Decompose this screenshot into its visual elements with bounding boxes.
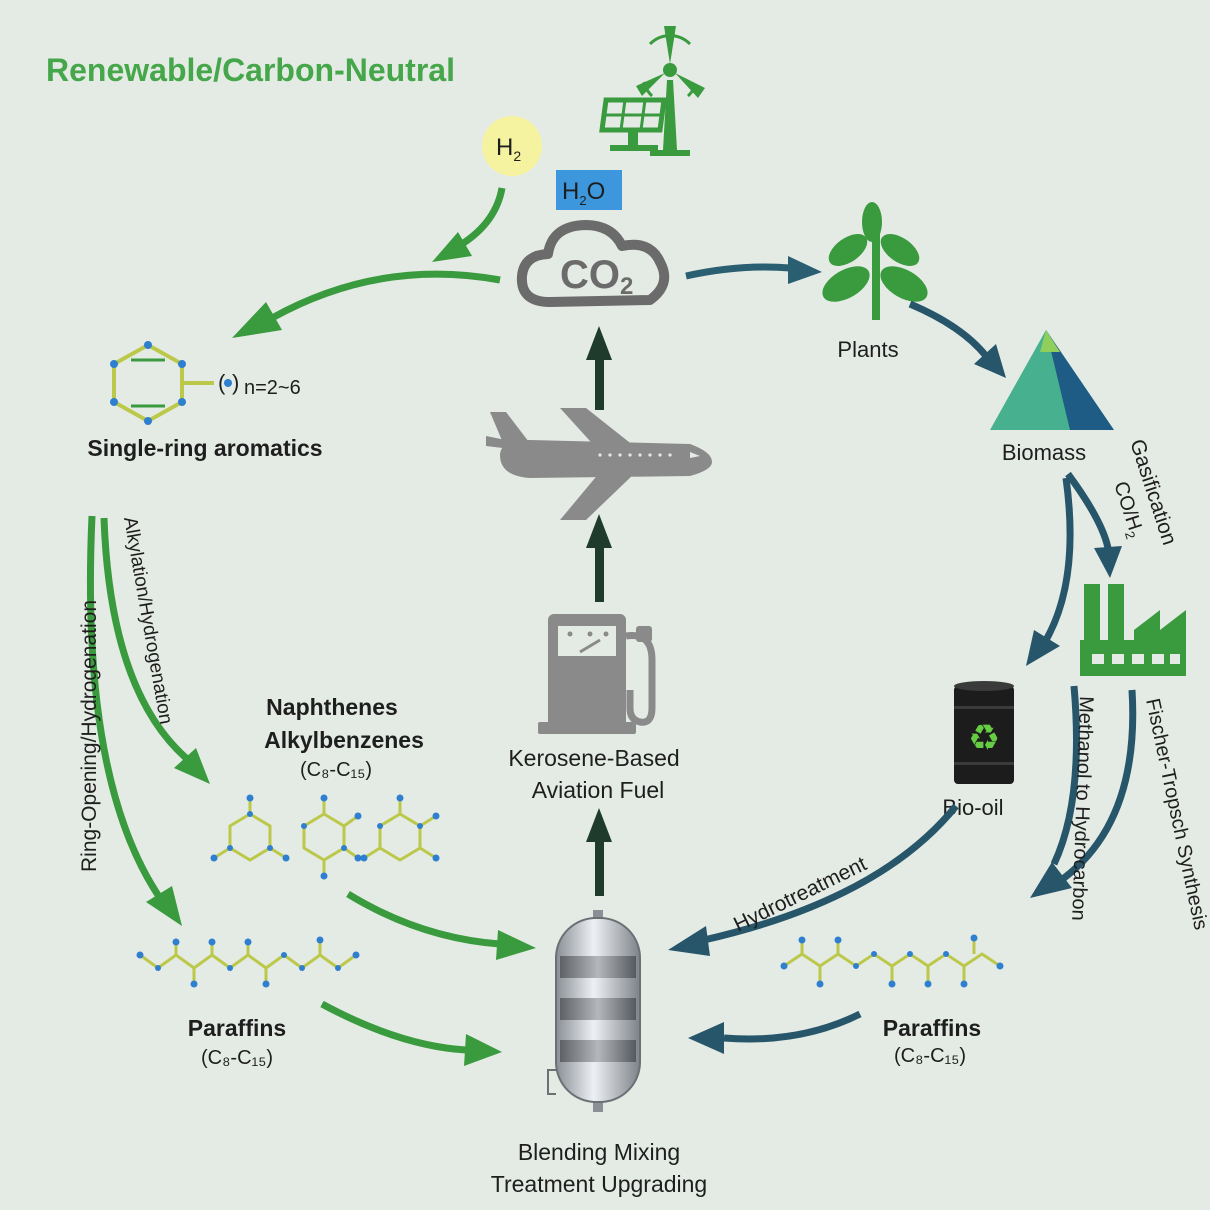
fischer-tropsch-arrow bbox=[1061, 689, 1137, 881]
naphthenes-to-vessel-arrow-head bbox=[496, 930, 536, 960]
plants-to-biomass-arrow-head bbox=[974, 344, 1006, 378]
svg-text:(: ( bbox=[218, 370, 226, 395]
biomass-to-bio-oil-arrow-head bbox=[1026, 630, 1060, 666]
naphthenes-molecules bbox=[210, 794, 440, 880]
vertical-flow-arrows bbox=[586, 326, 612, 896]
methanol-label: Methanol to Hydrocarbon bbox=[1067, 696, 1097, 921]
h2-arrow-head bbox=[432, 232, 472, 262]
wind-turbine-icon bbox=[636, 26, 705, 156]
h2o-icon: H2O bbox=[556, 170, 622, 210]
reactor-vessel-icon bbox=[547, 910, 641, 1112]
airplane-icon bbox=[486, 408, 712, 520]
factory-icon bbox=[1080, 584, 1186, 676]
left-paraffins-to-vessel-arrow bbox=[320, 1000, 467, 1054]
bio-oil-barrel-icon: ♻ bbox=[954, 681, 1014, 784]
aromatics-formula: n=2~6 bbox=[244, 377, 301, 399]
left-paraffins-to-vessel-arrow-head bbox=[464, 1034, 502, 1066]
diagram-title: Renewable/Carbon-Neutral bbox=[46, 52, 455, 88]
solar-panel-icon bbox=[599, 97, 667, 151]
co2-to-plants-arrow-head bbox=[788, 256, 822, 284]
naphthenes-carbon-range: (C₈-C₁₅) bbox=[300, 759, 372, 781]
biomass-to-factory-arrow-head bbox=[1094, 546, 1122, 578]
left-paraffin-molecule bbox=[136, 936, 360, 988]
alkylbenzenes-label: Alkylbenzenes bbox=[264, 727, 424, 753]
aromatics-label: Single-ring aromatics bbox=[87, 435, 322, 461]
hydrotreatment-arrow bbox=[703, 803, 959, 944]
right-paraffins-label: Paraffins bbox=[883, 1015, 981, 1041]
svg-text:): ) bbox=[232, 370, 239, 395]
svg-text:H2O: H2O bbox=[562, 178, 605, 208]
right-paraffins-to-vessel-arrow bbox=[723, 1010, 862, 1043]
biomass-label: Biomass bbox=[1002, 440, 1086, 465]
h2-icon: H2 bbox=[482, 116, 542, 176]
co2-to-aromatics-arrow bbox=[270, 270, 501, 322]
co2-to-plants-arrow bbox=[685, 263, 791, 280]
ring-opening-arrow bbox=[86, 515, 163, 900]
hydrotreatment-arrow-head bbox=[668, 926, 710, 956]
factory-to-paraffins-arrow-head bbox=[1030, 862, 1072, 898]
svg-text:CO2: CO2 bbox=[560, 253, 633, 300]
right-paraffins-to-vessel-arrow-head bbox=[688, 1022, 724, 1054]
fuel-label-line2: Aviation Fuel bbox=[532, 777, 665, 803]
ring-opening-arrow-head bbox=[146, 886, 182, 926]
plant-icon bbox=[822, 202, 928, 320]
alkylation-arrow-head bbox=[174, 748, 210, 784]
alkylation-arrow bbox=[100, 517, 189, 761]
biomass-to-bio-oil-arrow bbox=[1042, 477, 1074, 642]
naphthenes-label: Naphthenes bbox=[266, 694, 398, 720]
methanol-arrow bbox=[1050, 685, 1080, 866]
plants-to-biomass-arrow bbox=[908, 300, 989, 359]
blend-label-line2: Treatment Upgrading bbox=[491, 1171, 707, 1197]
svg-text:H2: H2 bbox=[496, 134, 521, 164]
left-paraffins-carbon-range: (C₈-C₁₅) bbox=[201, 1047, 273, 1069]
ring-opening-label: Ring-Opening/Hydrogenation bbox=[78, 600, 101, 872]
biomass-pyramid-icon bbox=[990, 330, 1114, 430]
plants-label: Plants bbox=[837, 337, 898, 362]
biomass-to-factory-arrow bbox=[1065, 471, 1112, 549]
right-paraffins-carbon-range: (C₈-C₁₅) bbox=[894, 1045, 966, 1067]
fuel-label-line1: Kerosene-Based bbox=[508, 745, 679, 771]
fischer-tropsch-label: Fischer-Tropsch Synthesis bbox=[1141, 696, 1210, 931]
co2-cloud-icon: CO2 bbox=[516, 220, 670, 307]
naphthenes-to-vessel-arrow bbox=[346, 891, 501, 948]
co2-to-aromatics-arrow-head bbox=[232, 302, 282, 338]
recycle-icon: ♻ bbox=[968, 718, 1000, 759]
fuel-pump-icon bbox=[538, 614, 656, 734]
h2-arrow bbox=[460, 187, 506, 247]
hydrotreatment-label: Hydrotreatment bbox=[730, 852, 870, 936]
right-paraffin-molecule bbox=[780, 934, 1004, 988]
blend-label-line1: Blending Mixing bbox=[518, 1139, 680, 1165]
aromatic-ring-molecule bbox=[110, 341, 232, 425]
alkylation-label: Alkylation/Hydrogenation bbox=[119, 515, 176, 726]
left-paraffins-label: Paraffins bbox=[188, 1015, 286, 1041]
